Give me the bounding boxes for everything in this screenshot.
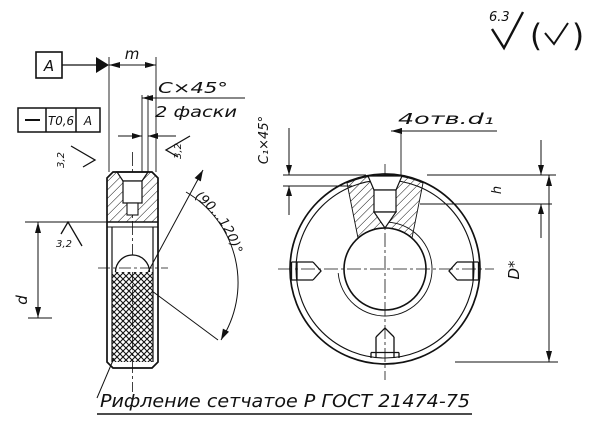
dim-chamfer-label: С×45° xyxy=(158,79,228,97)
tolerance-datum-ref: A xyxy=(83,114,92,128)
dim-d: d 3,2 xyxy=(13,220,107,319)
bore-chamfer xyxy=(115,171,150,182)
dim-h-label: h xyxy=(490,186,505,194)
dim-outer-diameter: D* xyxy=(455,175,558,363)
front-view xyxy=(278,164,494,380)
tolerance-frame: Т0,6 A xyxy=(17,107,101,133)
roughness-face-mark: 3,2 xyxy=(56,145,97,168)
roughness-bore-mark: 3,2 xyxy=(56,220,83,250)
close-paren: ) xyxy=(572,18,584,54)
dim-h: h xyxy=(420,140,556,238)
roughness-chamfer-value: 3,2 xyxy=(173,143,184,159)
general-roughness-value: 6.3 xyxy=(489,10,510,25)
bore-hole xyxy=(122,180,143,204)
roughness-check-small-icon xyxy=(544,22,569,46)
right-radial-hole xyxy=(448,261,480,281)
dim-tip-angle-label: (90...120)° xyxy=(192,189,245,256)
leader-line xyxy=(96,357,115,399)
left-radial-hole xyxy=(290,261,322,281)
bottom-radial-hole xyxy=(370,327,400,358)
roughness-bore-value: 3,2 xyxy=(56,239,72,250)
dim-m: m xyxy=(109,45,156,68)
dim-d-label: d xyxy=(13,295,31,305)
part-outline xyxy=(106,171,159,369)
open-paren: ( xyxy=(530,18,542,54)
dim-chamfer-count: 2 фаски xyxy=(155,103,237,121)
dim-tip-angle: (90...120)° xyxy=(147,169,245,341)
side-view xyxy=(98,57,168,392)
dim-outer-diameter-label: D* xyxy=(505,260,523,280)
dim-holes: 4отв.d₁ xyxy=(391,110,497,176)
radial-hole xyxy=(373,189,397,213)
general-roughness-symbol: 6.3 ( ) xyxy=(489,10,584,54)
roughness-face-value: 3,2 xyxy=(56,152,67,168)
radial-hole-tip xyxy=(372,211,398,230)
roughness-check-icon xyxy=(490,11,525,51)
radial-hole-chamfer xyxy=(367,175,403,191)
knurl-note-text: Рифление сетчатое Р ГОСТ 21474-75 xyxy=(100,391,470,412)
dim-m-label: m xyxy=(125,45,140,63)
datum-label: A xyxy=(43,57,54,75)
datum-triangle-icon xyxy=(96,57,109,73)
knurl-area xyxy=(112,272,153,362)
dim-rim-chamfer: С₁×45° xyxy=(257,116,366,215)
knurl-note: Рифление сетчатое Р ГОСТ 21474-75 xyxy=(96,357,472,415)
dim-chamfer: С×45° 2 фаски xyxy=(118,79,245,139)
tolerance-value: Т0,6 xyxy=(48,114,74,128)
dim-rim-chamfer-label: С₁×45° xyxy=(257,116,272,164)
bore-hole-inner xyxy=(126,202,139,216)
dim-holes-label: 4отв.d₁ xyxy=(398,110,494,128)
drill-tip-dome xyxy=(114,254,151,273)
datum-symbol: A xyxy=(35,51,109,79)
roughness-chamfer-mark: 3,2 xyxy=(164,135,191,159)
